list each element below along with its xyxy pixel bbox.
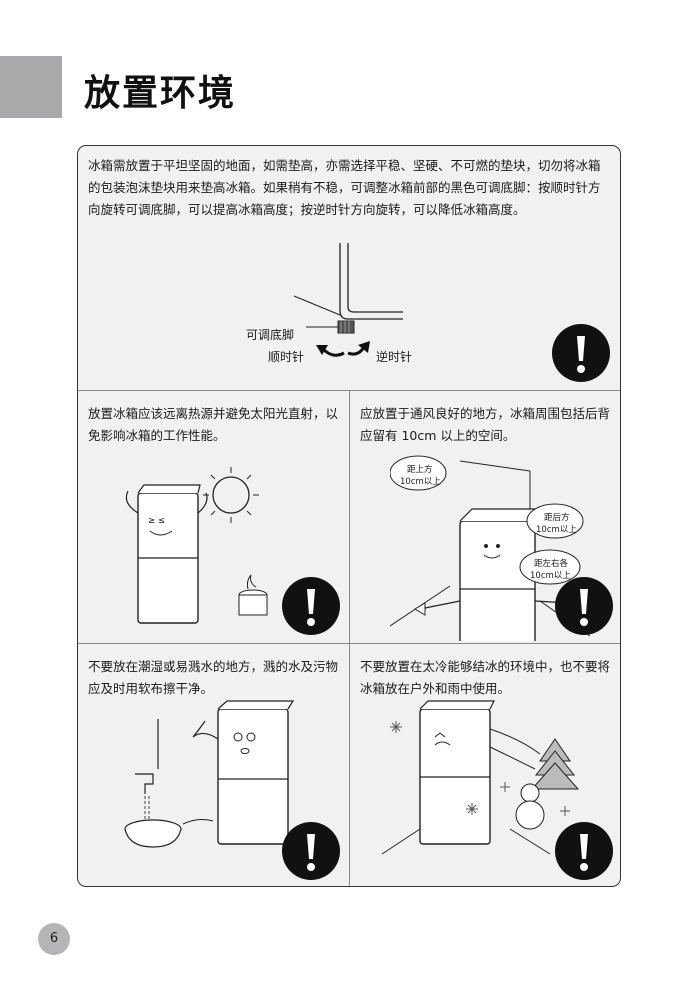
adjustable-foot-illustration (293, 243, 403, 357)
section-text: 不要放置在太冷能够结冰的环境中，也不要将冰箱放在户外和雨中使用。 (360, 659, 611, 696)
label-side-line2: 10cm以上 (530, 571, 571, 581)
section-heat-sources: 放置冰箱应该远离热源并避免太阳光直射，以免影响冰箱的工作性能。 ≥ ≤ (78, 391, 350, 644)
section-text: 应放置于通风良好的地方，冰箱周围包括后背应留有 10cm 以上的空间。 (360, 406, 611, 443)
page-number: 6 (38, 923, 70, 955)
ventilation-illustration (390, 455, 591, 641)
hot-fridge-illustration: ≥ ≤ (125, 467, 268, 624)
label-back-line1: 距后方 (544, 513, 570, 523)
section-humidity: 不要放在潮湿或易溅水的地方，溅的水及污物应及时用软布擦干净。 (78, 644, 350, 886)
section-text: 不要放在潮湿或易溅水的地方，溅的水及污物应及时用软布擦干净。 (88, 659, 339, 696)
label-top-line2: 10cm以上 (400, 477, 441, 487)
section-text: 冰箱需放置于平坦坚固的地面，如需垫高，亦需选择平稳、坚硬、不可燃的垫块，切勿将冰… (88, 158, 601, 217)
warning-icon (282, 822, 340, 880)
label-back-line2: 10cm以上 (536, 525, 577, 535)
label-adjustable-foot: 可调底脚 (246, 328, 295, 342)
header-tab-block (0, 56, 62, 118)
warning-icon (282, 577, 340, 635)
section-text: 放置冰箱应该远离热源并避免太阳光直射，以免影响冰箱的工作性能。 (88, 406, 339, 443)
section-ventilation: 应放置于通风良好的地方，冰箱周围包括后背应留有 10cm 以上的空间。 距上方 (350, 391, 620, 644)
label-side-line1: 距左右各 (534, 559, 569, 569)
svg-text:≥ ≤: ≥ ≤ (148, 516, 165, 526)
wet-fridge-illustration (124, 700, 295, 848)
page-title: 放置环境 (84, 73, 237, 114)
section-adjustable-foot: 冰箱需放置于平坦坚固的地面，如需垫高，亦需选择平稳、坚硬、不可燃的垫块，切勿将冰… (78, 146, 620, 391)
label-top-line1: 距上方 (407, 465, 433, 475)
label-clockwise: 顺时针 (268, 350, 305, 364)
warning-icon (555, 577, 613, 635)
section-cold-environment: 不要放置在太冷能够结冰的环境中，也不要将冰箱放在户外和雨中使用。 (350, 644, 620, 886)
warning-icon (552, 324, 610, 382)
warning-icon (555, 822, 613, 880)
cold-fridge-illustration (381, 700, 580, 855)
content-panel: 冰箱需放置于平坦坚固的地面，如需垫高，亦需选择平稳、坚硬、不可燃的垫块，切勿将冰… (77, 145, 621, 887)
label-counterclockwise: 逆时针 (376, 350, 413, 364)
